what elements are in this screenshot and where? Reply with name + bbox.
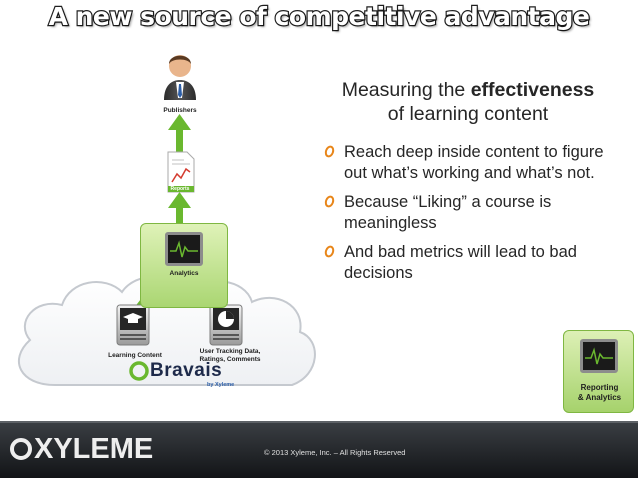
footer-bar bbox=[0, 421, 638, 478]
reporting-label-line1: Reporting bbox=[580, 383, 619, 392]
learning-content-label: Learning Content bbox=[108, 352, 162, 359]
reporting-analytics-tile: Reporting & Analytics bbox=[563, 330, 634, 413]
publishers-label: Publishers bbox=[163, 107, 197, 114]
bullet-item: And bad metrics will lead to bad decisio… bbox=[322, 242, 612, 284]
reporting-label-line2: & Analytics bbox=[577, 393, 622, 402]
monitor-icon bbox=[165, 232, 203, 266]
bullet-text: And bad metrics will lead to bad decisio… bbox=[344, 243, 577, 282]
bullet-icon bbox=[324, 245, 335, 258]
document-chart-icon bbox=[167, 151, 195, 193]
subtitle-emphasis: effectiveness bbox=[470, 79, 595, 101]
bullet-icon bbox=[324, 145, 335, 158]
bravais-byline: by Xyleme bbox=[207, 382, 235, 388]
server-graduation-icon bbox=[116, 304, 150, 346]
tracking-label-line2: Ratings, Comments bbox=[199, 356, 261, 363]
logo-ring-icon bbox=[10, 438, 32, 460]
tracking-label-line1: User Tracking Data, bbox=[199, 348, 261, 355]
bravais-logo-icon bbox=[129, 361, 149, 381]
bullet-text: Because “Liking” a course is meaningless bbox=[344, 193, 552, 232]
copyright-text: © 2013 Xyleme, Inc. – All Rights Reserve… bbox=[264, 448, 406, 457]
xyleme-logo: XYLEME bbox=[10, 433, 153, 466]
slide-title: A new source of competitive advantage bbox=[47, 1, 591, 32]
bullet-icon bbox=[324, 195, 335, 208]
monitor-icon bbox=[580, 339, 618, 373]
subtitle-part2: of learning content bbox=[387, 103, 549, 125]
analytics-box bbox=[140, 223, 228, 308]
bullet-list: Reach deep inside content to figure out … bbox=[322, 142, 612, 292]
reports-doc-label: Reports bbox=[170, 186, 190, 192]
subtitle-part1: Measuring the bbox=[341, 79, 471, 101]
bullet-text: Reach deep inside content to figure out … bbox=[344, 143, 604, 182]
arrow-reports-to-publishers bbox=[168, 114, 191, 154]
analytics-label: Analytics bbox=[169, 270, 199, 277]
server-pie-icon bbox=[209, 304, 243, 346]
bravais-wordmark: Bravais bbox=[150, 360, 223, 381]
tracking-label: User Tracking Data, Ratings, Comments bbox=[195, 348, 265, 364]
bullet-item: Reach deep inside content to figure out … bbox=[322, 142, 612, 184]
arrow-analytics-to-reports bbox=[168, 192, 191, 226]
footer-divider bbox=[0, 421, 638, 423]
person-icon bbox=[164, 55, 196, 100]
slide-subtitle: Measuring the effectiveness of learning … bbox=[318, 78, 618, 126]
diagram: Publishers Reports Analytics Learning Co… bbox=[0, 40, 320, 410]
reporting-analytics-label: Reporting & Analytics bbox=[564, 383, 635, 403]
logo-wordmark: XYLEME bbox=[34, 433, 154, 465]
bullet-item: Because “Liking” a course is meaningless bbox=[322, 192, 612, 234]
